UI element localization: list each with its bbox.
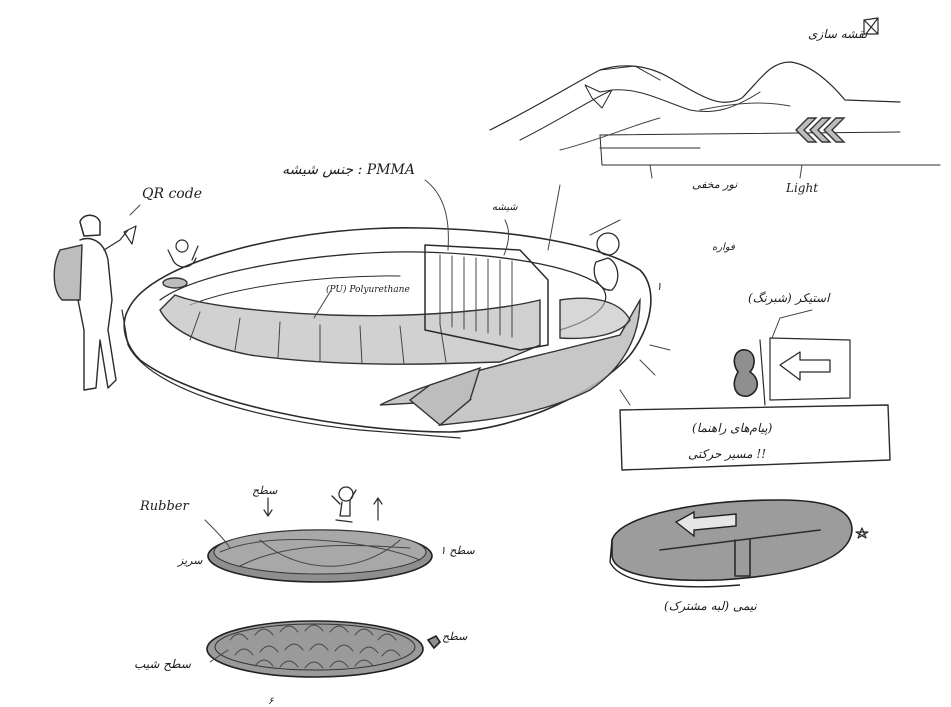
textured-disc-sketch bbox=[207, 621, 440, 677]
under-label-a: سریز bbox=[176, 554, 203, 567]
signage-line-2: مسیر حرکتی !! bbox=[688, 447, 766, 461]
bottom-right-caption: نیمی (لبه مشترک) bbox=[664, 599, 757, 613]
glass-material-label: جنس شیشه : PMMA bbox=[282, 162, 415, 178]
arrow-slab-sketch bbox=[610, 500, 868, 587]
glass-top-label: شیشه bbox=[492, 202, 518, 213]
stage-label-2: سطح bbox=[252, 484, 278, 497]
under-label-b: سطح شیب bbox=[134, 657, 192, 671]
standing-person-sketch bbox=[54, 215, 136, 390]
stage-label-1: سطح ۱ bbox=[440, 544, 476, 557]
stage-label-3: سطح bbox=[442, 630, 468, 643]
main-stage-sketch bbox=[122, 228, 670, 438]
mark-one: ۱ bbox=[656, 280, 662, 293]
signage-line-1: (پیام‌های راهنما) bbox=[692, 421, 773, 435]
rubber-disc-sketch bbox=[208, 487, 432, 582]
hidden-light-label: نور مخفی bbox=[692, 178, 738, 191]
page-number: ۶ bbox=[268, 696, 274, 707]
top-right-note: نقشه سازی bbox=[808, 27, 868, 41]
mountain-ramp-sketch bbox=[490, 62, 940, 178]
fountain-label: فواره bbox=[712, 242, 735, 253]
pu-label: (PU) Polyurethane bbox=[326, 284, 410, 295]
light-label: Light bbox=[785, 181, 818, 195]
sticker-label: استیکر (شبرنگ) bbox=[748, 291, 831, 305]
rubber-label: Rubber bbox=[139, 499, 189, 514]
qr-code-label: QR code bbox=[142, 186, 202, 202]
